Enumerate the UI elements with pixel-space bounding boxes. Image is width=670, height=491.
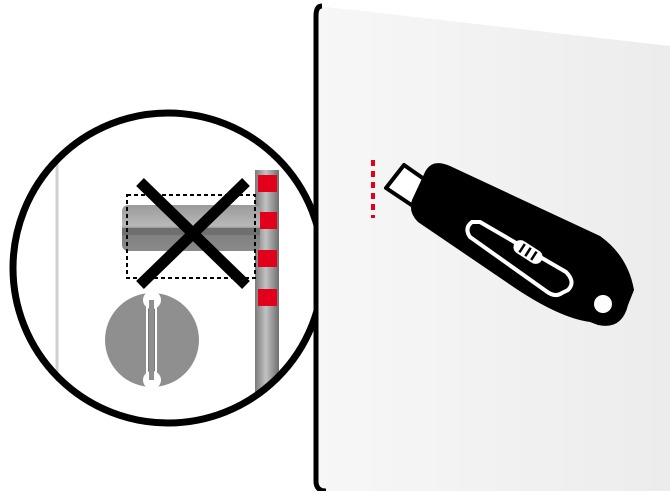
- x-mark-icon: [136, 178, 250, 289]
- magnifier-circle-icon: [9, 109, 327, 427]
- knife-slider-button: [513, 240, 543, 264]
- screw-icon: [105, 291, 199, 389]
- knife-hang-hole: [594, 295, 612, 313]
- knife-slider-slot: [465, 220, 574, 298]
- utility-knife-icon: [384, 163, 634, 326]
